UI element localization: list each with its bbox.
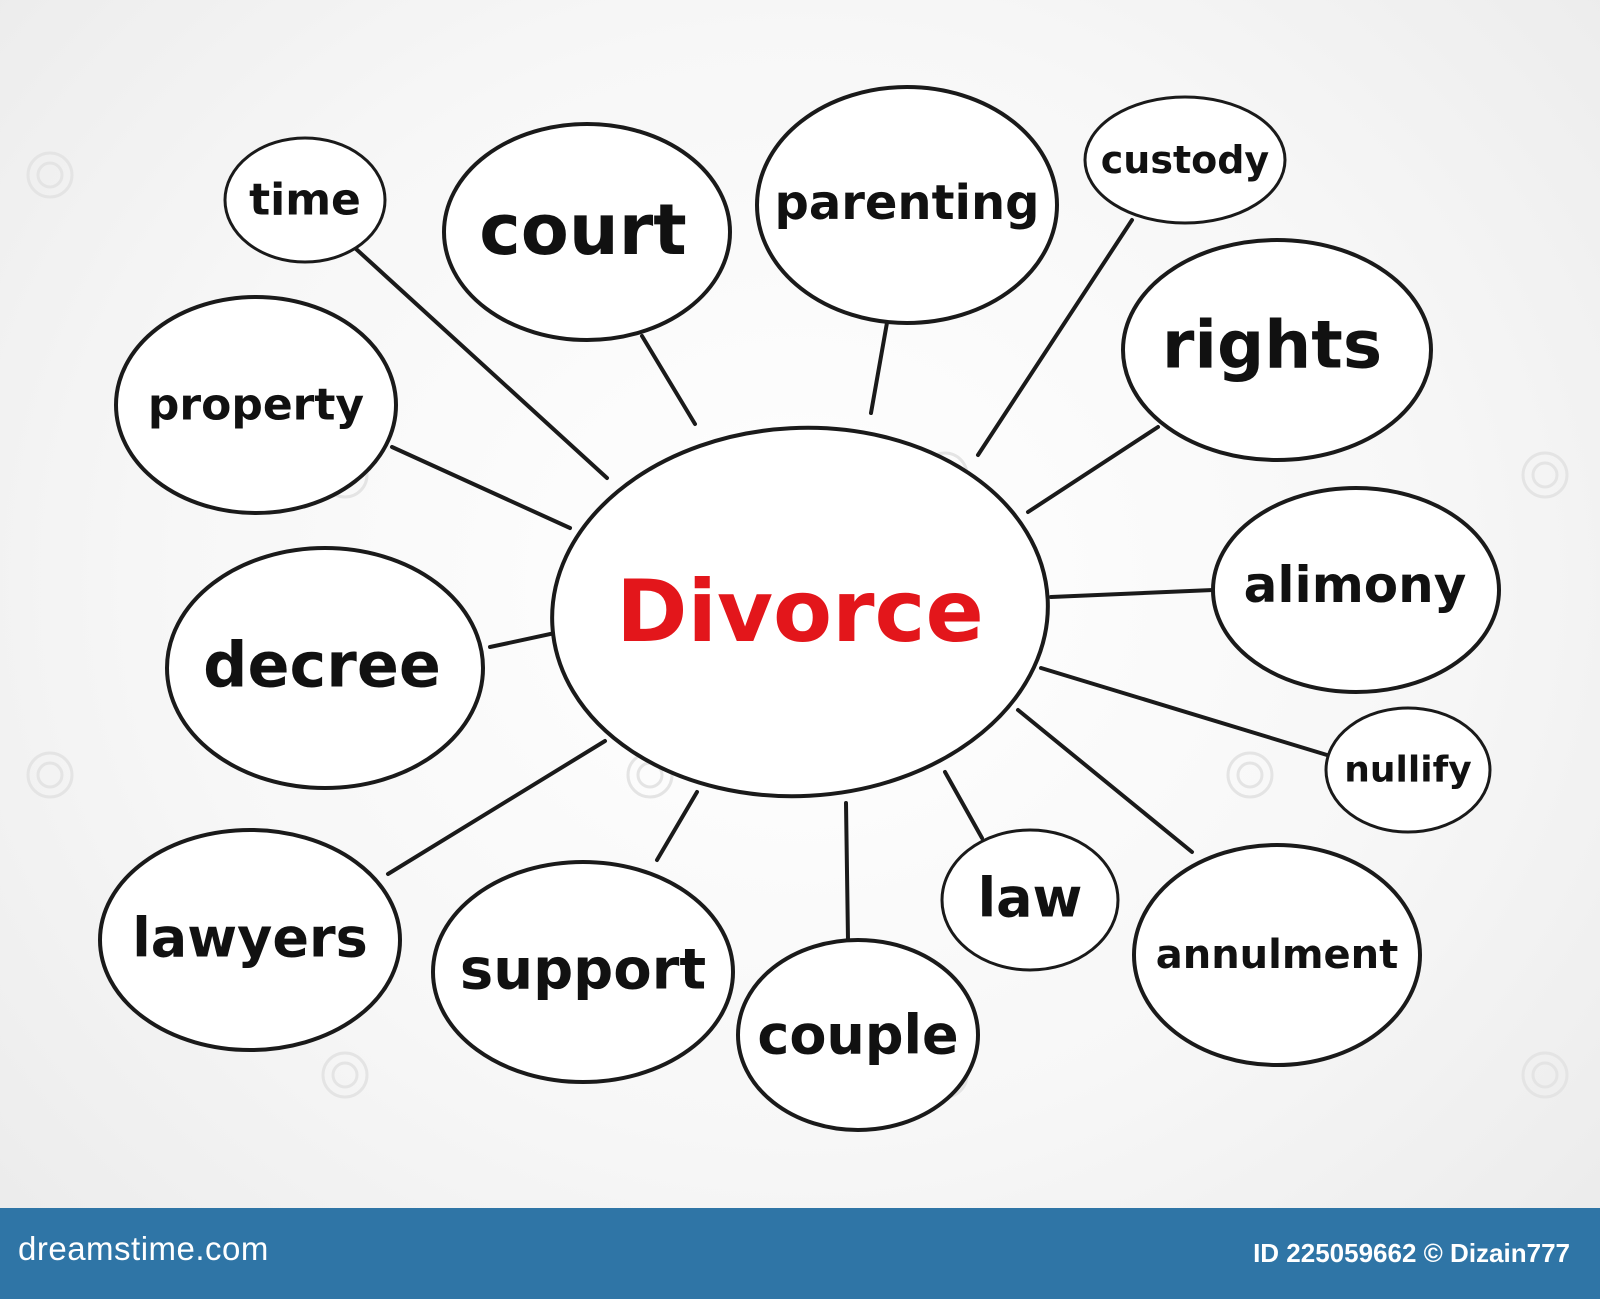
connector-time <box>353 246 609 480</box>
connectors <box>353 218 1329 942</box>
image-credit: ID 225059662 © Dizain777 <box>1253 1238 1570 1268</box>
node-property: property <box>114 295 398 515</box>
node-label-law: law <box>978 867 1083 930</box>
node-lawyers: lawyers <box>98 828 402 1052</box>
node-parenting: parenting <box>755 85 1059 325</box>
center-label: Divorce <box>616 562 984 662</box>
mind-map-diagram: Divorce time court parenting custody rig… <box>26 85 1569 1132</box>
connector-court <box>640 334 697 426</box>
connector-rights <box>1026 425 1160 514</box>
connector-annulment <box>1016 708 1194 854</box>
connector-couple <box>844 801 850 942</box>
node-time: time <box>223 136 387 264</box>
center-bubble <box>550 425 1050 799</box>
connector-lawyers <box>386 739 607 876</box>
connector-property <box>390 445 572 530</box>
node-rights: rights <box>1121 238 1433 462</box>
node-label-property: property <box>148 380 364 431</box>
connector-support <box>655 790 699 862</box>
connector-custody <box>976 218 1134 457</box>
node-alimony: alimony <box>1211 486 1501 694</box>
node-nullify: nullify <box>1324 706 1492 834</box>
connector-parenting <box>869 315 890 415</box>
node-decree: decree <box>165 546 485 790</box>
node-annulment: annulment <box>1132 843 1422 1067</box>
node-label-court: court <box>479 189 686 271</box>
connector-nullify <box>1039 666 1329 757</box>
node-label-time: time <box>249 175 361 226</box>
node-label-nullify: nullify <box>1344 750 1471 791</box>
node-law: law <box>940 828 1120 972</box>
node-custody: custody <box>1083 95 1287 225</box>
node-label-annulment: annulment <box>1156 932 1399 978</box>
node-support: support <box>431 860 735 1084</box>
center-node: Divorce <box>550 425 1050 799</box>
node-label-lawyers: lawyers <box>132 907 367 970</box>
node-label-decree: decree <box>203 629 441 702</box>
node-label-rights: rights <box>1162 307 1382 384</box>
node-label-support: support <box>460 938 706 1003</box>
node-couple: couple <box>736 938 980 1132</box>
footer-bar: dreamstime.com ID 225059662 © Dizain777 <box>0 1208 1600 1299</box>
node-label-alimony: alimony <box>1244 556 1467 614</box>
node-court: court <box>442 122 732 342</box>
node-label-custody: custody <box>1101 138 1270 182</box>
node-label-couple: couple <box>757 1004 958 1067</box>
connector-decree <box>488 631 557 649</box>
node-label-parenting: parenting <box>774 175 1039 231</box>
brand-logo[interactable]: dreamstime.com <box>18 1230 269 1267</box>
connector-alimony <box>1049 588 1215 599</box>
connector-law <box>943 770 984 840</box>
